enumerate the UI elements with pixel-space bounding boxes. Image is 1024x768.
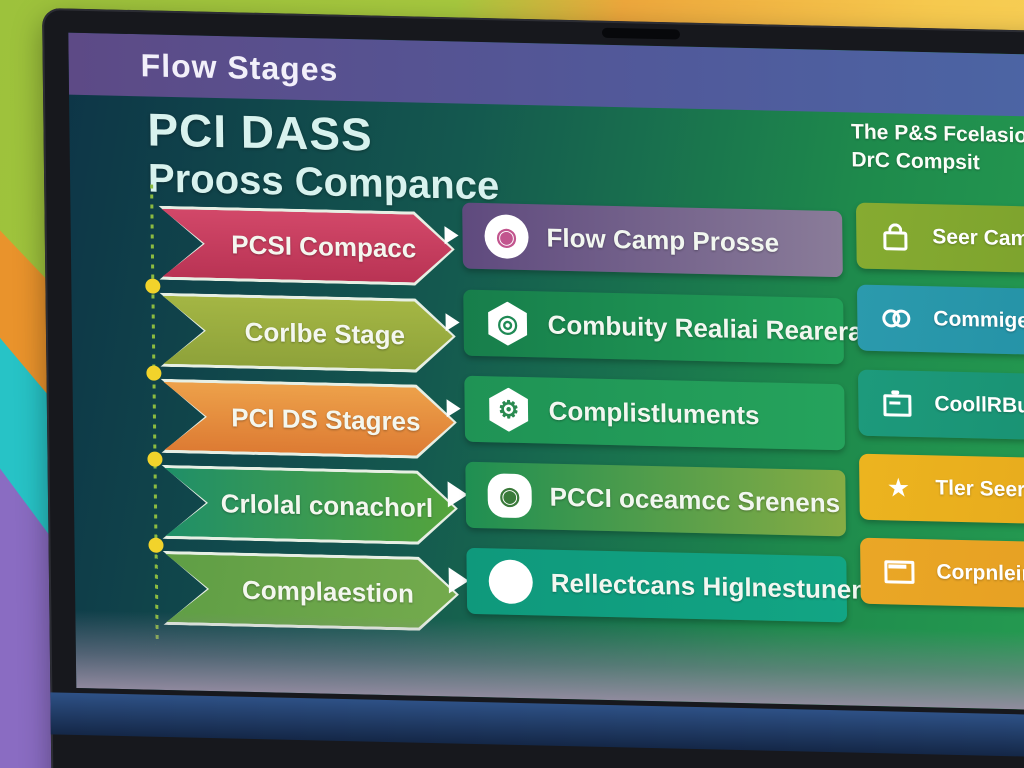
info-card-label: CoollRBu bbox=[934, 392, 1024, 418]
page-title: PCI DASS Prooss Compance bbox=[147, 103, 500, 208]
dot-icon bbox=[488, 559, 534, 605]
info-card: Corpnlein bbox=[860, 537, 1024, 610]
info-card-label: Tler Seercl bbox=[935, 476, 1024, 502]
target-icon-glyph: ◎ bbox=[496, 309, 519, 338]
process-bar-label: Complistluments bbox=[548, 395, 760, 430]
rings-icon bbox=[879, 301, 913, 336]
timeline-dotted-line bbox=[150, 184, 159, 645]
info-card-label: Seer Camp bbox=[932, 225, 1024, 251]
info-card-label: Corpnlein bbox=[936, 560, 1024, 586]
stage-arrow-label: Crlolal conachorl bbox=[220, 487, 434, 523]
page-title-line2: Prooss Compance bbox=[147, 155, 500, 208]
target-icon: ◎ bbox=[485, 301, 530, 346]
timeline-dot bbox=[146, 365, 162, 381]
swirl-icon: ◉ bbox=[484, 214, 529, 260]
process-bar: Rellectcans Higlnestunent bbox=[466, 547, 876, 623]
badge-icon: ◉ bbox=[487, 473, 532, 519]
top-bar-title: Flow Stages bbox=[140, 46, 339, 88]
connector-arrow-icon bbox=[446, 399, 461, 418]
stage-arrow-label: Corlbe Stage bbox=[244, 316, 406, 350]
right-panel-title-line2: DrC Compsit bbox=[851, 148, 980, 175]
process-bar: ⚙ Complistluments bbox=[464, 375, 845, 451]
info-card: Commige bbox=[856, 284, 1024, 357]
stage-arrow: Corlbe Stage bbox=[159, 293, 456, 374]
info-card: Seer Camp bbox=[855, 202, 1024, 275]
info-card-label: Commige bbox=[933, 307, 1024, 333]
stage-arrow: PCI DS Stagres bbox=[160, 379, 457, 460]
connector-arrow-icon bbox=[445, 313, 460, 332]
star-icon: ★ bbox=[881, 470, 915, 505]
process-bar-label: Flow Camp Prosse bbox=[546, 221, 780, 258]
lock-icon bbox=[878, 219, 912, 254]
clipboard-icon bbox=[880, 386, 914, 421]
swirl-icon-glyph: ◉ bbox=[495, 222, 518, 251]
timeline-dot bbox=[148, 537, 164, 553]
process-bar-label: Combuity Realiai Rearerag bbox=[547, 309, 879, 347]
info-card: ★ Tler Seercl bbox=[859, 453, 1024, 526]
right-panel-title-line1: The P&S Fcelasion bbox=[850, 120, 1024, 148]
gear-icon: ⚙ bbox=[486, 387, 531, 432]
stage-arrow: Crlolal conachorl bbox=[162, 465, 459, 546]
info-card: CoollRBu bbox=[857, 369, 1024, 442]
stage-arrow-label: PCSI Compacc bbox=[231, 228, 417, 264]
star-icon-glyph: ★ bbox=[886, 471, 911, 503]
timeline-dot bbox=[147, 451, 163, 467]
right-panel-title: The P&S Fcelasion DrC Compsit bbox=[851, 118, 1024, 179]
webcam-notch bbox=[601, 27, 681, 40]
process-bar: ◉ Flow Camp Prosse bbox=[462, 202, 843, 278]
connector-arrow-icon bbox=[444, 226, 459, 245]
card-icon bbox=[882, 554, 916, 589]
laptop: Flow Stages PCI DASS Prooss Compance PCS… bbox=[42, 8, 1024, 768]
process-bar-label: Rellectcans Higlnestunent bbox=[550, 567, 876, 605]
gear-icon-glyph: ⚙ bbox=[497, 395, 520, 424]
process-bar: ◎ Combuity Realiai Rearerag bbox=[463, 289, 879, 365]
process-bar-label: PCCI oceamcc Srenens bbox=[549, 481, 841, 518]
timeline-dot bbox=[145, 278, 161, 294]
badge-icon-glyph: ◉ bbox=[499, 481, 521, 510]
stage-arrow-label: PCI DS Stagres bbox=[231, 401, 421, 437]
stage-arrow: PCSI Compacc bbox=[158, 206, 455, 287]
process-bar: ◉ PCCI oceamcc Srenens bbox=[465, 461, 847, 537]
page-title-line1: PCI DASS bbox=[147, 103, 373, 161]
laptop-screen: Flow Stages PCI DASS Prooss Compance PCS… bbox=[68, 32, 1024, 712]
